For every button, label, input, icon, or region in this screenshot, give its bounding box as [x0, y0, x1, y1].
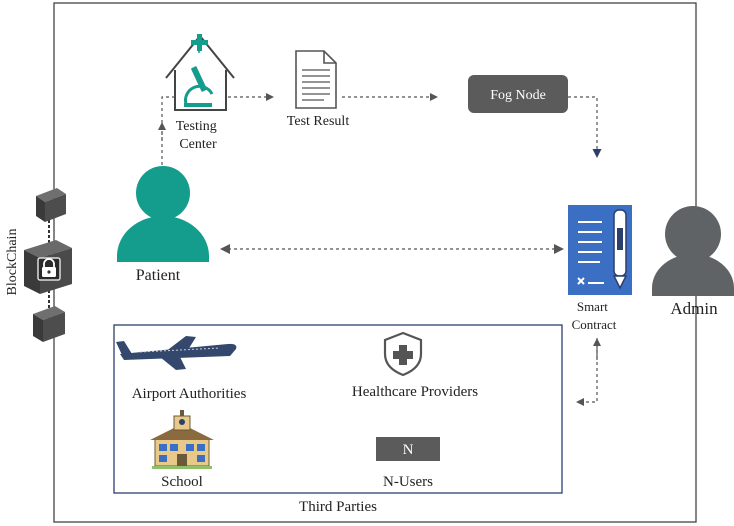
fog-node-label: Fog Node	[490, 88, 546, 103]
document-icon	[295, 50, 337, 109]
fog-node-box	[468, 75, 568, 113]
school-label: School	[161, 474, 203, 490]
n-users-badge-label: N	[403, 442, 414, 458]
admin-icon	[652, 206, 734, 296]
admin-label: Admin	[670, 299, 718, 318]
testing-center-line2: Center	[179, 137, 217, 152]
smart-contract-label: Smart Contract	[572, 299, 617, 332]
third-parties-box	[113, 324, 563, 494]
airport-label: Airport Authorities	[132, 386, 247, 402]
testing-center-icon	[165, 34, 235, 111]
smart-contract-line2: Contract	[572, 317, 617, 332]
smart-contract-icon	[568, 205, 632, 295]
test-result-label: Test Result	[287, 114, 350, 129]
school-icon	[150, 410, 214, 469]
arrow-fog-to-contract	[568, 96, 602, 158]
patient-icon	[117, 166, 209, 262]
arrow-patient-to-testing	[161, 96, 178, 165]
lock-icon	[42, 258, 56, 277]
shield-cross-icon	[383, 331, 423, 377]
patient-label: Patient	[136, 267, 181, 284]
testing-center-label: Testing Center	[176, 119, 221, 152]
blockchain-label: BlockChain	[5, 229, 20, 296]
block-cube-top	[36, 188, 66, 222]
third-parties-label: Third Parties	[299, 499, 377, 515]
healthcare-label: Healthcare Providers	[352, 384, 478, 400]
blockchain-chain	[24, 188, 72, 342]
smart-contract-line1: Smart	[577, 299, 608, 314]
n-users-badge	[376, 437, 440, 461]
arrow-contract-third-parties	[576, 338, 598, 406]
testing-center-line1: Testing	[176, 119, 217, 134]
airplane-icon	[116, 336, 237, 370]
block-cube-bottom	[33, 306, 65, 342]
n-users-label: N-Users	[383, 474, 433, 490]
